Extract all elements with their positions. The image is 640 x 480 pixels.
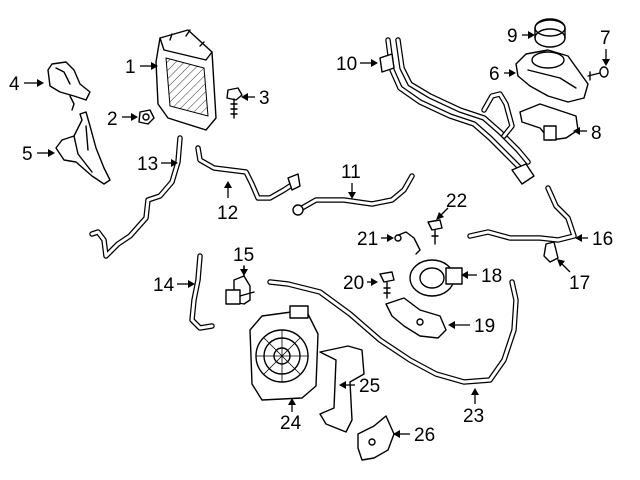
hose-part-14 <box>189 253 215 331</box>
callout-2: 2 <box>107 109 138 130</box>
callout-25: 25 <box>339 376 380 397</box>
callout-23: 23 <box>463 388 484 427</box>
reservoir-part-6 <box>515 49 589 103</box>
callout-16: 16 <box>575 229 613 250</box>
callout-number: 26 <box>414 425 435 446</box>
bracket-part-25 <box>319 345 365 433</box>
callout-number: 15 <box>233 245 254 266</box>
bolt-part-3 <box>226 87 243 119</box>
sensor-part-17 <box>543 241 559 263</box>
callout-6: 6 <box>489 64 516 85</box>
callout-17: 17 <box>557 259 590 294</box>
callout-number: 2 <box>107 109 118 130</box>
clamp-part-21 <box>394 231 421 255</box>
callout-20: 20 <box>343 273 378 294</box>
callout-11: 11 <box>341 162 361 199</box>
callout-5: 5 <box>22 144 55 165</box>
callout-number: 7 <box>600 28 611 49</box>
callout-number: 6 <box>489 64 500 85</box>
pump-part-18 <box>409 259 463 297</box>
callout-number: 25 <box>359 376 380 397</box>
hose-part-12 <box>195 145 301 201</box>
mount-bracket-part-8 <box>519 103 579 141</box>
callout-number: 12 <box>217 203 238 224</box>
callout-26: 26 <box>393 425 435 446</box>
hose-assembly-part-10 <box>379 37 535 185</box>
callout-1: 1 <box>125 57 158 78</box>
callout-14: 14 <box>153 275 195 296</box>
callout-19: 19 <box>448 316 495 337</box>
callout-7: 7 <box>600 28 611 66</box>
bracket-part-26 <box>357 415 395 461</box>
callout-24: 24 <box>280 398 302 434</box>
upper-bracket-part-4 <box>47 61 91 111</box>
callout-number: 5 <box>22 144 33 165</box>
callout-8: 8 <box>573 123 602 144</box>
callout-number: 24 <box>280 413 302 434</box>
hose-part-13 <box>89 135 183 259</box>
callout-number: 17 <box>569 273 590 294</box>
callout-number: 4 <box>9 74 20 95</box>
callout-number: 18 <box>481 266 502 287</box>
callout-number: 23 <box>463 406 484 427</box>
bolt-part-22 <box>427 219 443 245</box>
bolt-part-2 <box>138 109 155 125</box>
callout-3: 3 <box>241 88 270 109</box>
callout-number: 8 <box>591 123 602 144</box>
callout-number: 1 <box>125 57 136 78</box>
callout-22: 22 <box>436 191 467 220</box>
bolt-part-20 <box>379 271 395 299</box>
pipe-part-23 <box>267 279 519 385</box>
callout-10: 10 <box>336 54 378 75</box>
callout-number: 9 <box>507 26 518 47</box>
callout-21: 21 <box>357 229 394 250</box>
callout-number: 3 <box>259 88 270 109</box>
callout-number: 16 <box>592 229 613 250</box>
pipe-part-11 <box>292 173 415 216</box>
callout-number: 11 <box>341 162 361 183</box>
cap-part-9 <box>534 18 566 48</box>
fan-part-24 <box>249 305 319 401</box>
lower-bracket-part-5 <box>55 111 111 185</box>
callout-12: 12 <box>217 181 238 224</box>
callout-number: 10 <box>336 54 357 75</box>
callout-number: 22 <box>446 191 467 212</box>
bolt-part-7 <box>587 66 609 81</box>
callout-9: 9 <box>507 26 535 47</box>
valve-part-15 <box>225 265 255 305</box>
callout-number: 14 <box>153 275 175 296</box>
callout-13: 13 <box>137 154 178 175</box>
bracket-part-19 <box>385 297 447 339</box>
callout-number: 13 <box>137 154 158 175</box>
callout-15: 15 <box>233 245 254 276</box>
callout-number: 21 <box>357 229 378 250</box>
hose-part-16 <box>467 185 577 243</box>
callout-number: 19 <box>474 316 495 337</box>
callout-18: 18 <box>461 266 502 287</box>
callout-4: 4 <box>9 74 44 95</box>
cooler-radiator-part <box>155 29 217 131</box>
callout-number: 20 <box>343 273 364 294</box>
